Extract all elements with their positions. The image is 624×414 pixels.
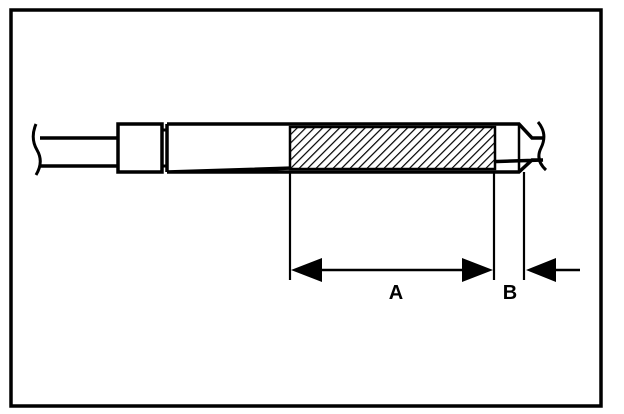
extension-lines [288, 172, 526, 280]
frame-border [9, 8, 603, 408]
left-shaft-section [31, 123, 118, 176]
dimension-label-b: B [503, 282, 517, 304]
arrow-left-icon [291, 258, 322, 282]
right-break-line [536, 121, 548, 172]
arrow-right-icon [462, 258, 493, 282]
collar [116, 122, 164, 174]
dimension-a [291, 258, 493, 282]
arrow-left-icon [526, 258, 556, 282]
dimension-b [526, 258, 580, 282]
dimension-label-a: A [389, 282, 403, 304]
hatched-wear-zone [288, 125, 497, 171]
